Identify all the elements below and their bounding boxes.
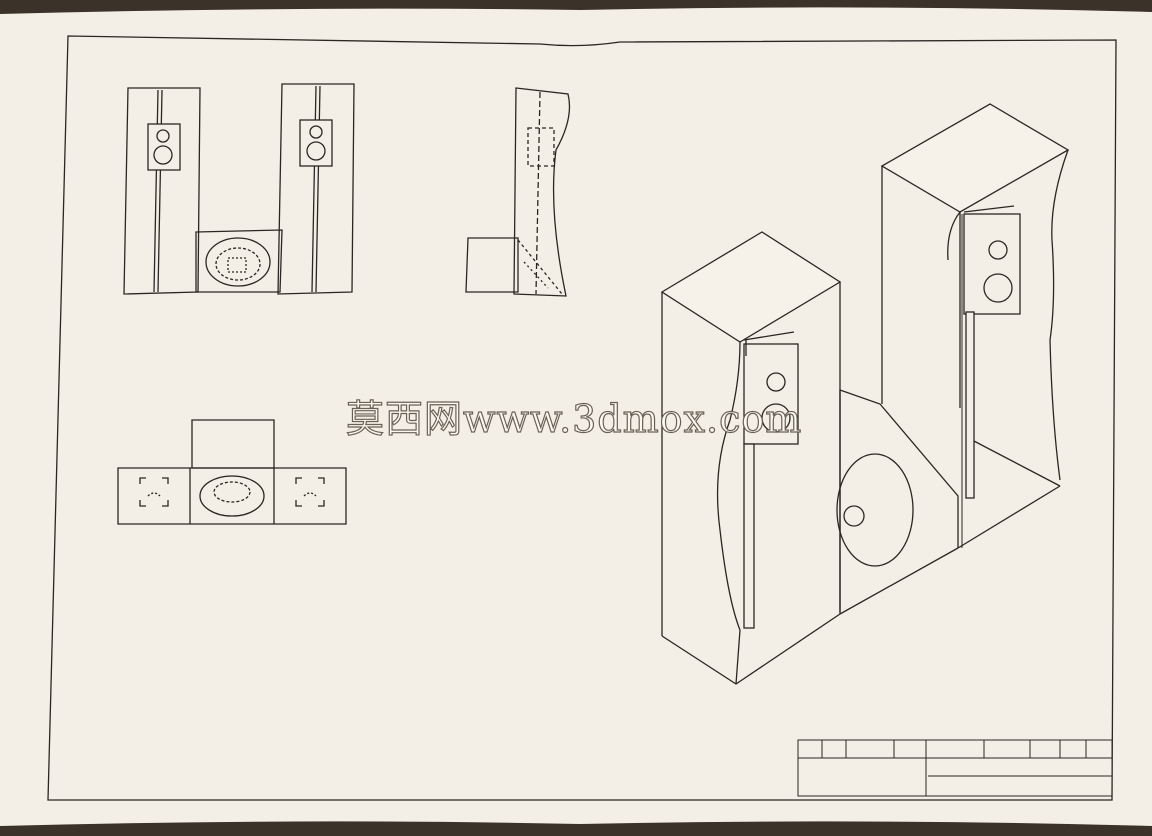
drawing-border (47, 35, 1117, 801)
front-view (123, 83, 355, 295)
top-view (117, 419, 347, 525)
side-view (465, 87, 571, 297)
isometric-view (660, 103, 1070, 685)
watermark-text: 莫西网www.3dmox.com (345, 396, 803, 441)
paper-sheet (0, 7, 1152, 826)
title-block (797, 739, 1113, 797)
